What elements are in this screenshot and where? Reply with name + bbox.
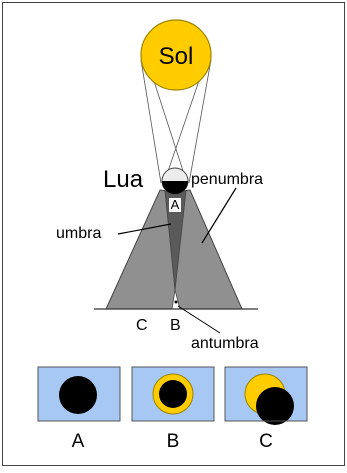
penumbra-label: penumbra [191, 171, 263, 188]
moon-shadow-half [162, 181, 188, 194]
umbra-pointer [117, 223, 172, 235]
point-a-label: A [171, 197, 180, 212]
panel-c-frame [224, 366, 308, 422]
antumbra-pointer [177, 305, 221, 334]
antumbra-label: antumbra [191, 335, 259, 352]
panel-b-moon [159, 380, 187, 408]
penumbra-pointer [201, 187, 237, 244]
moon-label: Lua [103, 166, 144, 193]
sun-label: Sol [159, 43, 194, 70]
panel-c-caption: C [259, 431, 273, 452]
panel-b-caption: B [167, 431, 180, 452]
ground-label-c: C [136, 317, 148, 334]
sun-disk [140, 19, 212, 91]
panel-a-moon [59, 376, 97, 414]
ground-label-b: B [170, 317, 181, 334]
antumbra-point [174, 300, 178, 304]
panel-a-caption: A [72, 431, 85, 452]
panel-c-moon [256, 387, 294, 425]
umbra-label: umbra [56, 225, 101, 242]
sun-rays [140, 59, 212, 184]
point-a-label-bg [169, 198, 181, 212]
